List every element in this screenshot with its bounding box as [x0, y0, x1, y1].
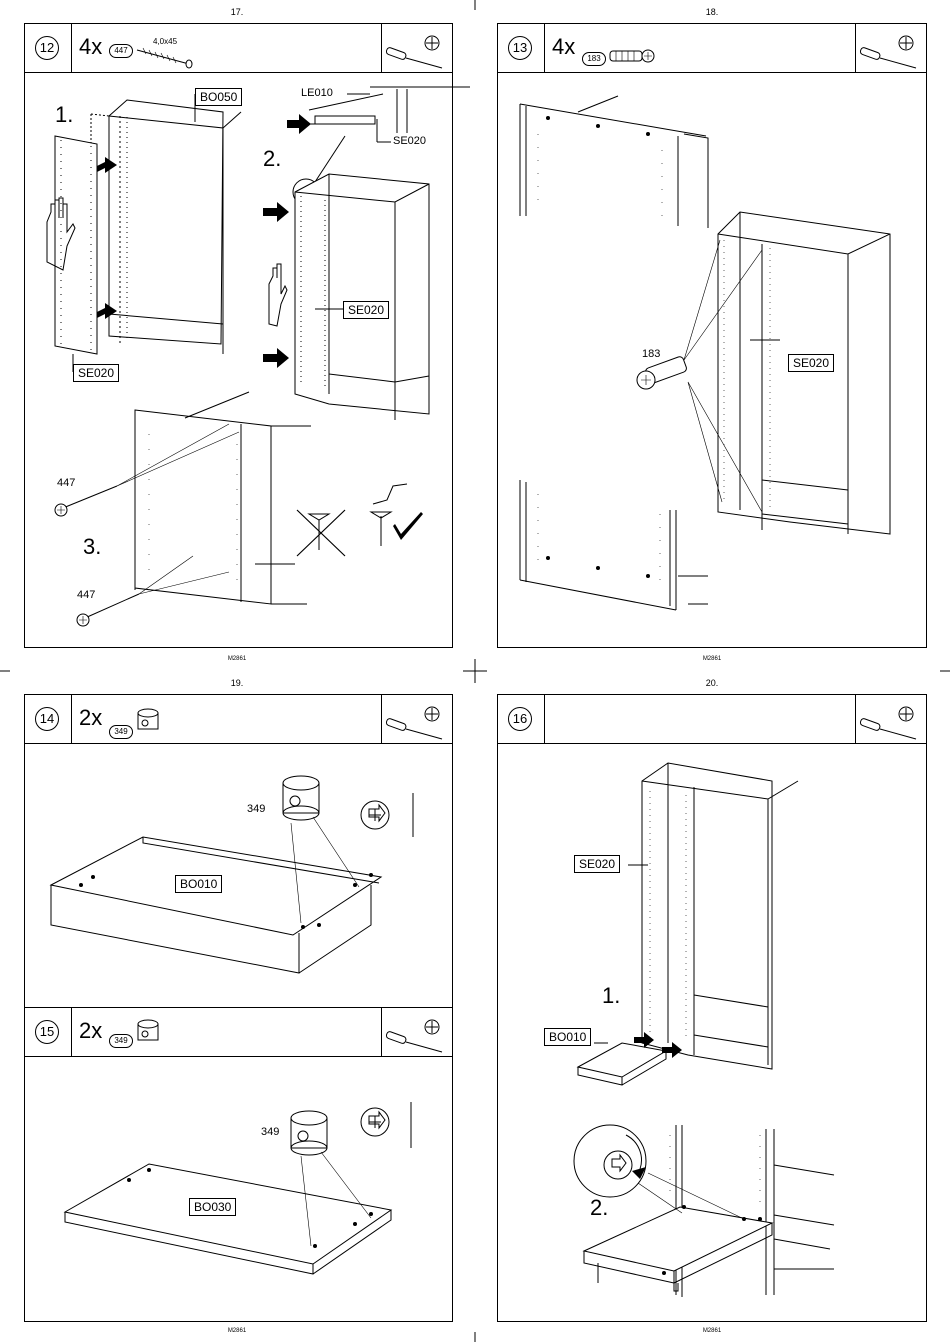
step-15-panel: 15 2x 349 [24, 1007, 453, 1322]
part-label-bo050: BO050 [195, 88, 242, 106]
step-13-panel: 13 4x 183 [497, 23, 927, 648]
footer-code: M2861 [682, 1328, 742, 1334]
footer-code: M2861 [207, 1328, 267, 1334]
page-number-18: 18. [682, 7, 742, 17]
part-label-349: 349 [261, 1126, 279, 1138]
page-number-19: 19. [207, 678, 267, 688]
substep-2: 2. [263, 146, 281, 172]
part-label-447: 447 [57, 477, 75, 489]
part-label-le010: LE010 [301, 87, 333, 99]
part-label-349: 349 [247, 803, 265, 815]
page-number-20: 20. [682, 678, 742, 688]
part-label-447: 447 [77, 589, 95, 601]
part-label-se020: SE020 [393, 135, 426, 147]
cam-lock-icon [291, 1111, 327, 1155]
part-label-se020: SE020 [73, 364, 119, 382]
step-16-panel: 16 [497, 694, 927, 1322]
push-arrow-icon [287, 114, 311, 134]
hand-icon [269, 264, 287, 326]
substep-2: 2. [590, 1195, 608, 1221]
step-16-illustration [498, 695, 928, 1323]
footer-code: M2861 [682, 656, 742, 662]
page-number-17: 17. [207, 7, 267, 17]
phillips-head-icon [574, 1125, 646, 1197]
phillips-head-icon [361, 801, 389, 829]
step-14-panel: 14 2x 349 [24, 694, 453, 1008]
step-15-illustration [25, 1008, 454, 1323]
phillips-head-icon [361, 1108, 389, 1136]
part-label-se020: SE020 [343, 301, 389, 319]
part-label-se020: SE020 [574, 855, 620, 873]
substep-1: 1. [55, 102, 73, 128]
part-label-183: 183 [642, 348, 660, 360]
part-label-bo010: BO010 [544, 1028, 591, 1046]
step-13-illustration [498, 24, 928, 649]
substep-3: 3. [83, 534, 101, 560]
step-12-panel: 12 4x 447 4,0x45 [24, 23, 453, 648]
push-arrow-icon [263, 202, 289, 222]
step-14-illustration [25, 695, 454, 1009]
part-label-se020: SE020 [788, 354, 834, 372]
check-icon [371, 484, 423, 546]
footer-code: M2861 [207, 656, 267, 662]
push-arrow-icon [263, 348, 289, 368]
cam-lock-icon [283, 776, 319, 820]
part-label-bo030: BO030 [189, 1198, 236, 1216]
part-label-bo010: BO010 [175, 875, 222, 893]
dowel-icon [637, 356, 688, 389]
cross-icon [297, 510, 345, 556]
substep-1: 1. [602, 983, 620, 1009]
